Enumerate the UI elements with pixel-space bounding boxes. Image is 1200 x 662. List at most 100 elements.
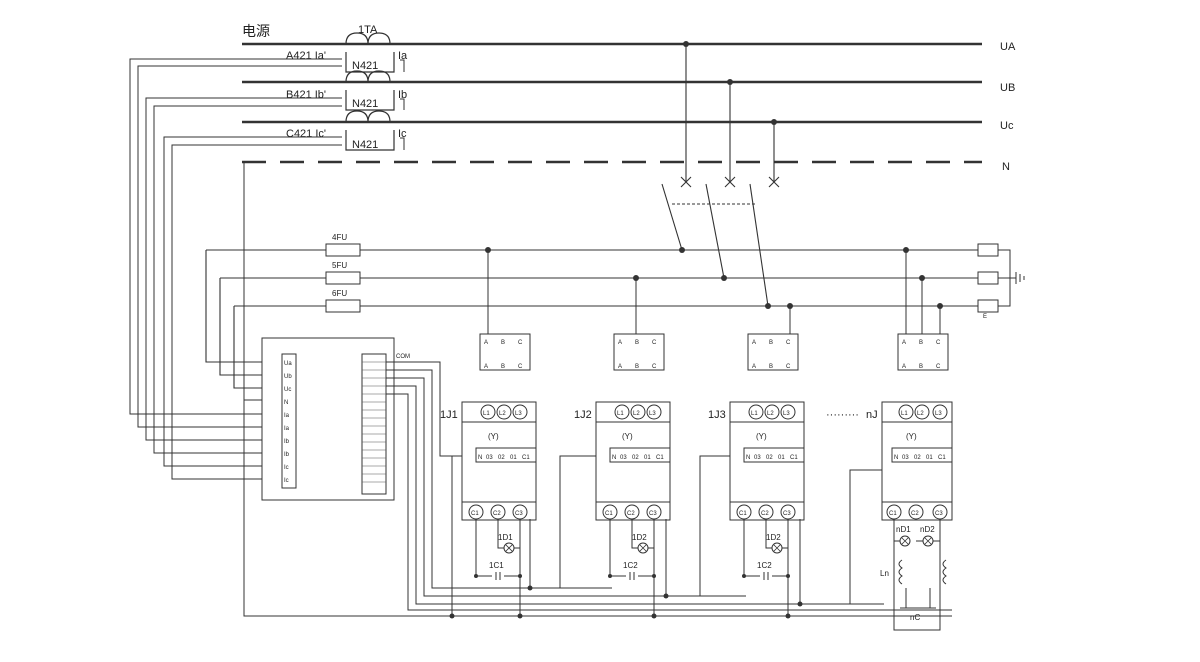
- svg-text:A: A: [902, 364, 906, 370]
- reactor-coils: [898, 559, 947, 609]
- svg-text:L2: L2: [633, 411, 640, 417]
- lamp-label-1d2-b: 1D2: [766, 533, 781, 542]
- fuse-label-5fu: 5FU: [332, 261, 347, 270]
- svg-text:C1: C1: [790, 455, 798, 461]
- svg-text:C: C: [518, 340, 523, 346]
- svg-text:N: N: [478, 455, 482, 461]
- cap-label-1c2: 1C2: [623, 561, 638, 570]
- relay-units: [461, 401, 953, 521]
- svg-text:03: 03: [620, 455, 627, 461]
- svg-text:B: B: [769, 364, 773, 370]
- svg-text:01: 01: [510, 455, 517, 461]
- svg-text:C: C: [652, 340, 657, 346]
- svg-text:Uc: Uc: [284, 387, 291, 393]
- ct-left-a: A421 Ia': [286, 50, 326, 62]
- svg-text:L1: L1: [901, 411, 908, 417]
- bus-label-ub: UB: [1000, 82, 1015, 94]
- svg-text:L1: L1: [751, 411, 758, 417]
- ct-coil-a: [345, 32, 391, 45]
- svg-text:L3: L3: [515, 411, 522, 417]
- svg-text:A: A: [618, 340, 622, 346]
- unit-dots: ·········: [826, 409, 859, 421]
- unit-1j2-label: 1J2: [574, 409, 592, 421]
- meter-right-pins: [362, 361, 386, 483]
- output-circuits: [475, 519, 941, 631]
- lamp-label-1d2: 1D2: [632, 533, 647, 542]
- svg-text:A: A: [618, 364, 622, 370]
- svg-text:A: A: [752, 364, 756, 370]
- ct-right-b: Ib: [398, 89, 407, 101]
- meter-box: [261, 337, 395, 501]
- svg-text:03: 03: [754, 455, 761, 461]
- svg-text:C: C: [652, 364, 657, 370]
- svg-text:A: A: [752, 340, 756, 346]
- svg-text:02: 02: [914, 455, 921, 461]
- reactor-label-ln: Ln: [880, 569, 889, 578]
- right-terminals: [977, 243, 1025, 313]
- svg-text:Ua: Ua: [284, 361, 292, 367]
- svg-text:C: C: [786, 364, 791, 370]
- svg-text:Ia: Ia: [284, 413, 290, 419]
- current-transformers: [345, 32, 395, 151]
- svg-text:C: C: [936, 364, 941, 370]
- svg-text:03: 03: [486, 455, 493, 461]
- ct-neutral-b: N421: [352, 98, 378, 110]
- svg-text:B: B: [501, 340, 505, 346]
- bus-label-uc: Uc: [1000, 120, 1014, 132]
- svg-text:Ib: Ib: [284, 439, 290, 445]
- svg-text:C: C: [936, 340, 941, 346]
- svg-text:C1: C1: [938, 455, 946, 461]
- svg-text:02: 02: [498, 455, 505, 461]
- phase-block-labels: A B C A B C A B C A B C A B C A B C A B …: [484, 340, 941, 370]
- svg-text:C2: C2: [761, 511, 769, 517]
- ct-right-c: Ic: [398, 128, 407, 140]
- svg-text:N: N: [894, 455, 898, 461]
- ct-loop-c: [345, 130, 395, 151]
- cap-label-1c1: 1C1: [489, 561, 504, 570]
- svg-text:02: 02: [632, 455, 639, 461]
- meter-wiring: [129, 58, 952, 617]
- bottom-junctions: [449, 574, 803, 619]
- svg-text:C1: C1: [739, 511, 747, 517]
- feeder-drops: [487, 250, 941, 334]
- svg-text:N: N: [612, 455, 616, 461]
- fuses: [325, 243, 361, 313]
- ct-left-b: B421 Ib': [286, 89, 326, 101]
- indicator-lamps: [503, 535, 934, 554]
- svg-text:01: 01: [778, 455, 785, 461]
- svg-text:C2: C2: [627, 511, 635, 517]
- relay-y-labels: (Y) (Y) (Y) (Y): [488, 432, 917, 441]
- svg-text:L1: L1: [617, 411, 624, 417]
- svg-text:C2: C2: [493, 511, 501, 517]
- svg-text:C1: C1: [889, 511, 897, 517]
- svg-text:L3: L3: [649, 411, 656, 417]
- svg-text:B: B: [635, 364, 639, 370]
- svg-text:(Y): (Y): [906, 432, 917, 441]
- unit-nj-label: nJ: [866, 409, 878, 421]
- ct-coil-b: [345, 70, 391, 83]
- com-label: COM: [396, 354, 410, 360]
- svg-text:C1: C1: [471, 511, 479, 517]
- ground-hint: E: [983, 314, 987, 320]
- svg-text:C1: C1: [605, 511, 613, 517]
- cap-label-nc: nC: [910, 613, 920, 622]
- svg-text:Ia: Ia: [284, 426, 290, 432]
- svg-text:A: A: [484, 364, 488, 370]
- svg-text:Ic: Ic: [284, 465, 289, 471]
- svg-text:B: B: [919, 340, 923, 346]
- svg-text:A: A: [484, 340, 488, 346]
- main-breaker: [661, 44, 780, 307]
- ct-neutral-c: N421: [352, 139, 378, 151]
- svg-text:C: C: [518, 364, 523, 370]
- svg-text:C3: C3: [515, 511, 523, 517]
- ct-right-a: Ia: [398, 50, 408, 62]
- ct-loop-a: [345, 52, 395, 73]
- bus-label-ua: UA: [1000, 41, 1016, 53]
- svg-text:B: B: [501, 364, 505, 370]
- ground-icon: [1015, 272, 1025, 284]
- lamp-label-nd2: nD2: [920, 525, 935, 534]
- bus-label-n: N: [1002, 161, 1010, 173]
- ct-neutral-a: N421: [352, 60, 378, 72]
